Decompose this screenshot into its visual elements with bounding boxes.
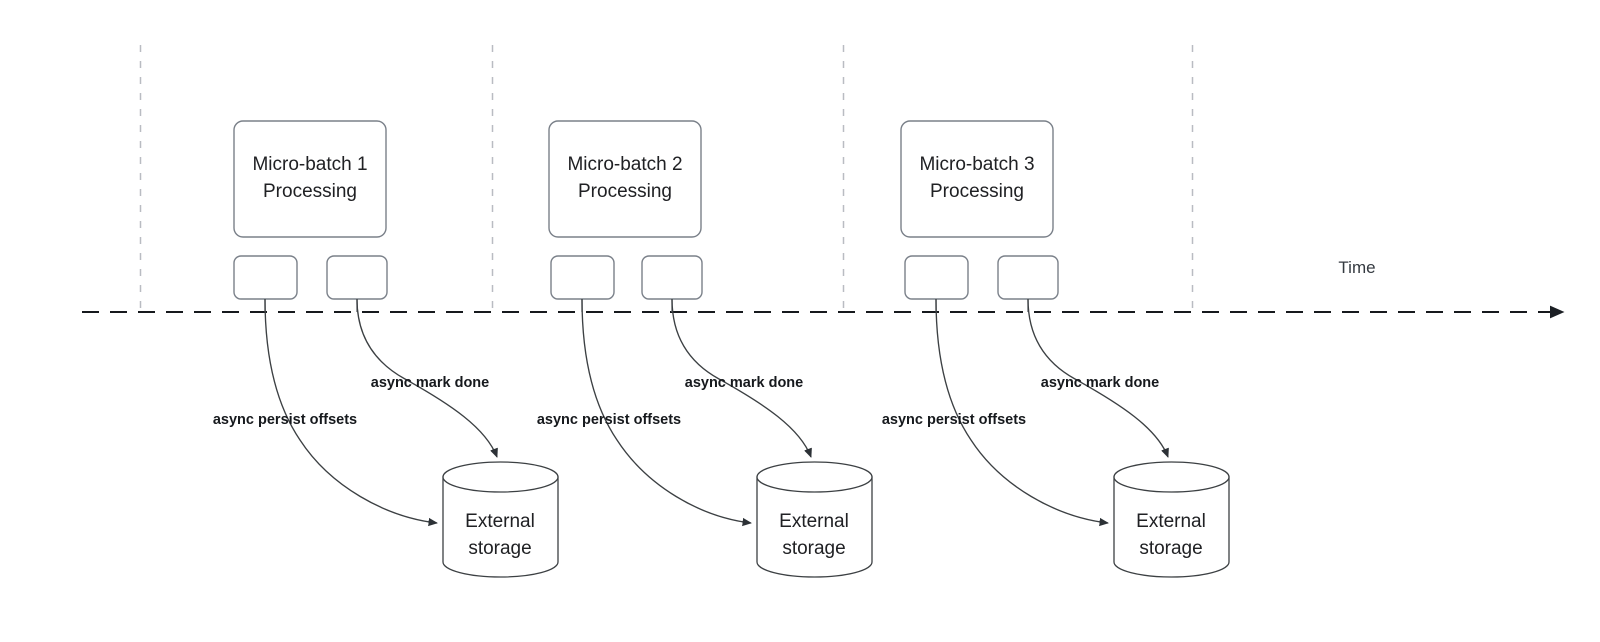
external-storage-1-label-line2: storage (468, 538, 531, 559)
micro-batch-2-task-a-box[interactable] (550, 255, 615, 300)
external-storage-3-label-line2: storage (1139, 538, 1202, 559)
external-storage-3-top (1113, 461, 1230, 493)
edge-label-async-persist-offsets-2: async persist offsets (537, 412, 681, 428)
external-storage-2-label-line2: storage (782, 538, 845, 559)
micro-batch-2-box[interactable] (548, 120, 702, 238)
micro-batch-3-box[interactable] (900, 120, 1054, 238)
external-storage-2-body (756, 476, 873, 578)
micro-batch-3-label-line2: Processing (930, 181, 1024, 202)
micro-batch-1-task-b-box[interactable] (326, 255, 388, 300)
external-storage-1[interactable]: External storage (442, 461, 559, 578)
external-storage-2-top (756, 461, 873, 493)
micro-batch-2-task-b-box[interactable] (641, 255, 703, 300)
micro-batch-3-task-a-box[interactable] (904, 255, 969, 300)
micro-batch-1-task-a-box[interactable] (233, 255, 298, 300)
group-micro-batch-3: Micro-batch 3 Processing External storag… (882, 120, 1230, 578)
micro-batch-3-task-b-box[interactable] (997, 255, 1059, 300)
external-storage-3-body (1113, 476, 1230, 578)
edge-label-async-persist-offsets-3: async persist offsets (882, 412, 1026, 428)
micro-batch-1-label-line1: Micro-batch 1 (252, 154, 367, 175)
external-storage-3[interactable]: External storage (1113, 461, 1230, 578)
time-axis-label: Time (1338, 258, 1375, 277)
micro-batch-2-label-line1: Micro-batch 2 (567, 154, 682, 175)
external-storage-3-label-line1: External (1136, 511, 1206, 532)
group-micro-batch-1: Micro-batch 1 Processing External storag… (213, 120, 559, 578)
group-micro-batch-2: Micro-batch 2 Processing External storag… (537, 120, 873, 578)
time-axis: Time (82, 258, 1565, 319)
edge-label-async-mark-done-2: async mark done (685, 375, 803, 391)
micro-batch-2-label-line2: Processing (578, 181, 672, 202)
micro-batch-1-label-line2: Processing (263, 181, 357, 202)
edge-async-mark-done-1 (356, 298, 498, 458)
external-storage-1-body (442, 476, 559, 578)
edge-label-async-mark-done-3: async mark done (1041, 375, 1159, 391)
edge-async-mark-done-2 (671, 298, 812, 458)
gridlines (139, 45, 1194, 312)
micro-batch-3-label-line1: Micro-batch 3 (919, 154, 1034, 175)
micro-batch-1-box[interactable] (233, 120, 387, 238)
edge-async-persist-offsets-2 (581, 298, 752, 527)
external-storage-1-label-line1: External (465, 511, 535, 532)
edge-async-persist-offsets-3 (935, 298, 1109, 527)
external-storage-2[interactable]: External storage (756, 461, 873, 578)
edge-label-async-persist-offsets-1: async persist offsets (213, 412, 357, 428)
edge-label-async-mark-done-1: async mark done (371, 375, 489, 391)
external-storage-2-label-line1: External (779, 511, 849, 532)
external-storage-1-top (442, 461, 559, 493)
edge-async-persist-offsets-1 (264, 298, 438, 527)
edge-async-mark-done-3 (1027, 298, 1169, 458)
